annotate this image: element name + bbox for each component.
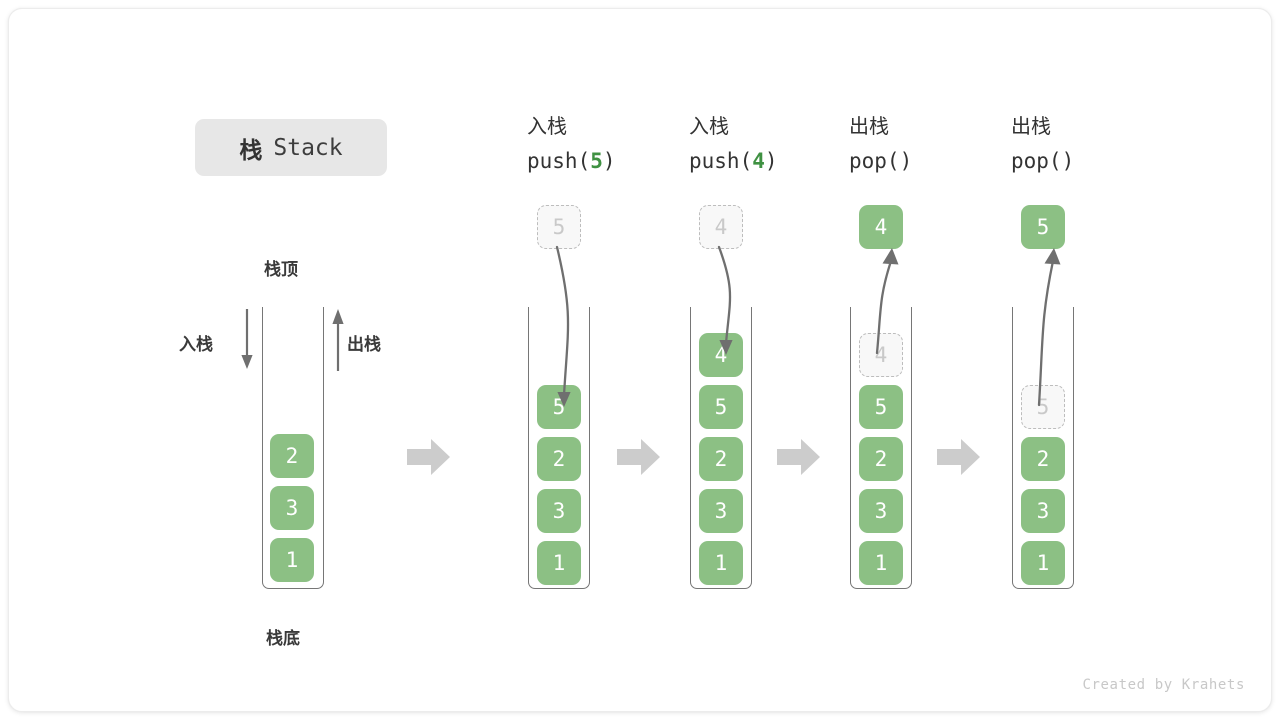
column-operation-label: 出栈 bbox=[1011, 116, 1051, 138]
stack-container-pop-4 bbox=[850, 307, 912, 589]
stack-bottom-label: 栈底 bbox=[266, 629, 300, 648]
stack-cell: 4 bbox=[859, 333, 903, 377]
page-title-latin: Stack bbox=[273, 134, 343, 161]
flow-arrow-icon bbox=[617, 439, 660, 475]
flow-arrow-icon bbox=[777, 439, 820, 475]
page-title-badge: 栈 Stack bbox=[195, 119, 387, 176]
stack-cell: 3 bbox=[699, 489, 743, 533]
stack-container-pop-5 bbox=[1012, 307, 1074, 589]
stack-cell: 1 bbox=[859, 541, 903, 585]
column-code-label: pop() bbox=[1011, 149, 1075, 173]
stack-cell: 5 bbox=[699, 385, 743, 429]
stack-cell: 2 bbox=[859, 437, 903, 481]
column-operation-label: 出栈 bbox=[849, 116, 889, 138]
left-stack-cell: 3 bbox=[270, 486, 314, 530]
stack-cell: 1 bbox=[537, 541, 581, 585]
floating-box-pop-4: 4 bbox=[859, 205, 903, 249]
stack-cells-pop-4: 4 5 2 3 1 bbox=[859, 333, 903, 585]
stack-cell: 1 bbox=[1021, 541, 1065, 585]
pop-arrow-icon-pop-4 bbox=[875, 248, 899, 355]
stack-cell: 1 bbox=[699, 541, 743, 585]
stack-cell: 3 bbox=[1021, 489, 1065, 533]
push-direction-label: 入栈 bbox=[179, 335, 213, 354]
column-code-label: push(5) bbox=[527, 149, 616, 173]
pop-direction-label: 出栈 bbox=[347, 335, 381, 354]
column-code-argument: 5 bbox=[590, 149, 603, 173]
push-direction-arrow-icon bbox=[241, 309, 253, 369]
floating-box-pop-5: 5 bbox=[1021, 205, 1065, 249]
stack-cells-pop-5: 5 2 3 1 bbox=[1021, 333, 1065, 585]
left-stack-cell: 1 bbox=[270, 538, 314, 582]
stack-cell: 2 bbox=[537, 437, 581, 481]
column-header-push-5: 入栈 push(5) bbox=[527, 117, 697, 173]
stack-cell: 2 bbox=[1021, 437, 1065, 481]
column-header-push-4: 入栈 push(4) bbox=[689, 117, 859, 173]
stack-top-label: 栈顶 bbox=[264, 260, 298, 279]
left-stack-cell: 2 bbox=[270, 434, 314, 478]
pop-direction-arrow-icon bbox=[332, 309, 344, 371]
page-title-cjk: 栈 bbox=[239, 136, 263, 163]
column-code-label: push(4) bbox=[689, 149, 778, 173]
push-arrow-icon-push-4 bbox=[717, 245, 733, 355]
stack-cell: 5 bbox=[859, 385, 903, 429]
pop-arrow-icon-pop-5 bbox=[1037, 248, 1061, 407]
stack-container-push-5 bbox=[528, 307, 590, 589]
column-operation-label: 入栈 bbox=[689, 116, 729, 138]
left-stack-cells: 2 3 1 bbox=[270, 434, 314, 582]
stack-container-push-4 bbox=[690, 307, 752, 589]
column-operation-label: 入栈 bbox=[527, 116, 567, 138]
flow-arrow-row bbox=[407, 438, 987, 476]
stack-cell: 3 bbox=[537, 489, 581, 533]
footer-credit: Created by Krahets bbox=[1082, 677, 1245, 693]
column-code-label: pop() bbox=[849, 149, 913, 173]
column-header-pop-4: 出栈 pop() bbox=[849, 117, 1019, 173]
stack-cell: 2 bbox=[699, 437, 743, 481]
stack-cell: 3 bbox=[859, 489, 903, 533]
flow-arrow-icon bbox=[407, 439, 450, 475]
column-code-argument: 4 bbox=[752, 149, 765, 173]
floating-box-push-5: 5 bbox=[537, 205, 581, 249]
left-stack-container bbox=[262, 307, 324, 589]
floating-box-push-4: 4 bbox=[699, 205, 743, 249]
column-header-pop-5: 出栈 pop() bbox=[1011, 117, 1181, 173]
flow-arrow-icon bbox=[937, 439, 980, 475]
push-arrow-icon-push-5 bbox=[555, 245, 571, 407]
stack-cell: 5 bbox=[1021, 385, 1065, 429]
